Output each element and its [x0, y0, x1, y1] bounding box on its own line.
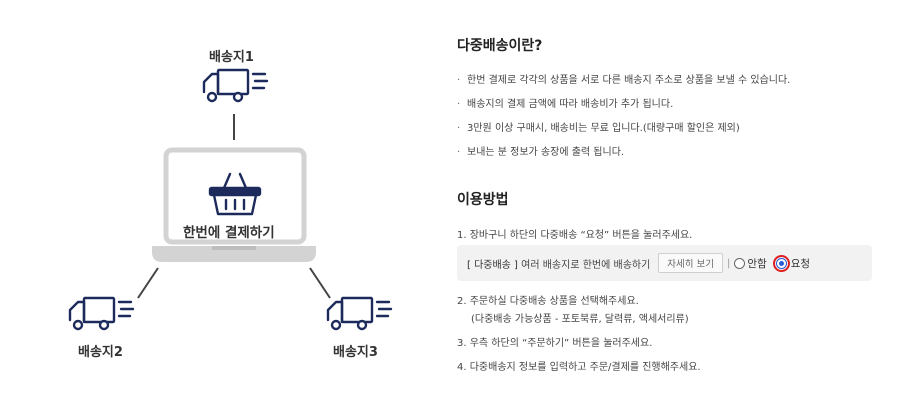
howto-step-1: 1. 장바구니 하단의 다중배송 “요청” 버튼을 눌러주세요. [457, 230, 693, 241]
destination-label-2: 배송지2 [78, 345, 123, 360]
demo-separator: | [727, 257, 731, 269]
demo-description: 여러 배송지로 한번에 배송하기 [521, 259, 651, 271]
truck-icon [202, 68, 269, 103]
intro-bullet: ·배송지의 결제 금액에 따라 배송비가 추가 됩니다. [457, 99, 674, 110]
detail-view-button[interactable]: 자세히 보기 [658, 253, 724, 273]
howto-step-4: 4. 다중배송지 정보를 입력하고 주문/결제를 진행해주세요. [457, 362, 701, 373]
pay-once-label: 한번에 결제하기 [183, 225, 275, 241]
illustration-canvas [68, 68, 393, 331]
multi-shipping-illustration: 배송지1 한번에 결제하기 배송지2 배송지3 [0, 0, 430, 411]
radio-request-selected[interactable] [772, 254, 790, 272]
intro-bullet: ·한번 결제로 각각의 상품을 서로 다른 배송지 주소로 상품을 보낼 수 있… [457, 75, 791, 86]
howto-step-2: 2. 주문하실 다중배송 상품을 선택해주세요. [457, 296, 639, 307]
connector-line-2 [137, 267, 159, 299]
truck-icon [326, 296, 393, 331]
destination-label-1: 배송지1 [209, 50, 254, 65]
basket-icon [208, 172, 262, 216]
howto-step-2-sub: (다중배송 가능상품 - 포토북류, 달력류, 액세서리류) [471, 314, 689, 325]
howto-step-3: 3. 우측 하단의 “주문하기” 버튼을 눌러주세요. [457, 338, 653, 349]
option-off-label[interactable]: 안함 [747, 257, 767, 270]
destination-label-3: 배송지3 [333, 345, 378, 360]
radio-off[interactable] [734, 257, 746, 269]
demo-bracket-label: [ 다중배송 ] [467, 259, 518, 271]
radio-selected-dot [775, 257, 787, 269]
connector-line-3 [309, 267, 331, 299]
option-request-label[interactable]: 요청 [790, 257, 811, 270]
intro-title: 다중배송이란? [457, 38, 543, 54]
laptop-icon [152, 147, 316, 262]
intro-bullet: ·3만원 이상 구매시, 배송비는 무료 입니다.(대량구매 할인은 제외) [457, 123, 740, 134]
truck-icon [68, 296, 135, 331]
intro-bullet: ·보내는 분 정보가 송장에 출력 됩니다. [457, 147, 625, 158]
howto-title: 이용방법 [457, 192, 509, 208]
multi-shipping-demo-box: [ 다중배송 ] 여러 배송지로 한번에 배송하기 자세히 보기 | 안함 요청 [457, 245, 872, 281]
